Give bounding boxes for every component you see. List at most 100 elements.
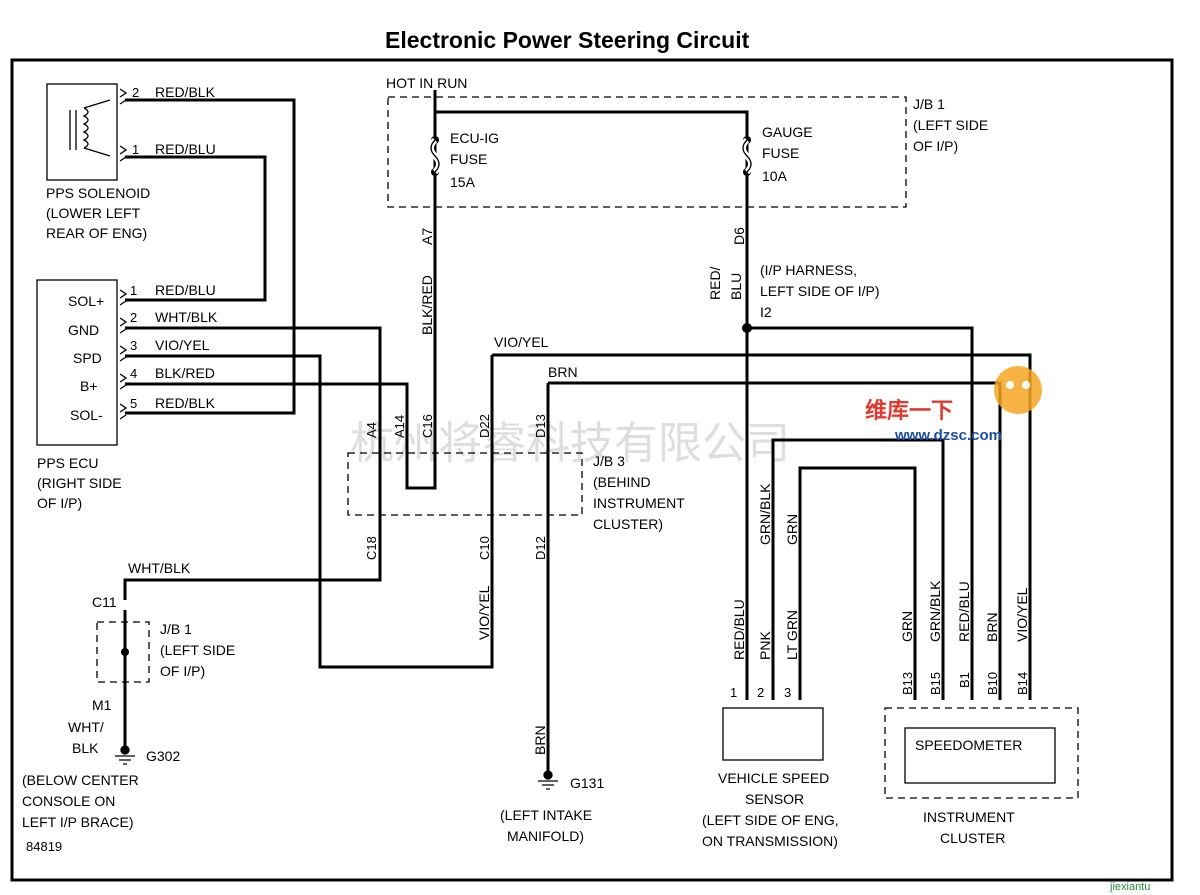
- ecu-num-1: 1: [130, 283, 137, 298]
- wire-label-cl-grn: GRN: [899, 611, 915, 642]
- pin-connectors: [119, 88, 128, 420]
- sol-pin-2: 2: [132, 85, 139, 100]
- fuse2-l2: FUSE: [762, 145, 799, 161]
- wire-label-ecu-4: BLK/RED: [155, 365, 215, 381]
- watermark-text: 杭州将睿科技有限公司: [350, 418, 790, 469]
- conn-b15: B15: [928, 672, 943, 695]
- fuse1-l2: FUSE: [450, 151, 487, 167]
- jb1-left-loc2: OF I/P): [160, 663, 205, 679]
- vss-l3: (LEFT SIDE OF ENG,: [702, 812, 839, 828]
- ip-harness-l2: LEFT SIDE OF I/P): [760, 283, 880, 299]
- ip-harness-pin: I2: [760, 304, 772, 320]
- speedometer-box: [904, 727, 1056, 784]
- wire-label-ecu-3: VIO/YEL: [155, 337, 210, 353]
- ip-harness-l1: (I/P HARNESS,: [760, 262, 857, 278]
- fuse1-l1: ECU-IG: [450, 130, 499, 146]
- fuse1-l3: 15A: [450, 174, 476, 190]
- wire-label-ecu-2: WHT/BLK: [155, 309, 218, 325]
- ecu-loc1: (RIGHT SIDE: [37, 475, 122, 491]
- wire-label-vioyel-v: VIO/YEL: [476, 585, 492, 640]
- jb1-left-box: [96, 621, 150, 683]
- wire-label-m1-2: BLK: [72, 740, 99, 756]
- wire-label-m1-1: WHT/: [68, 719, 104, 735]
- jb3-name: J/B 3: [593, 453, 625, 469]
- jb3-loc3: CLUSTER): [593, 516, 663, 532]
- conn-a7: A7: [419, 228, 435, 245]
- conn-c10: C10: [477, 536, 492, 560]
- conn-d6: D6: [731, 227, 747, 245]
- g302-l1: (BELOW CENTER: [22, 772, 139, 788]
- g131-l1: (LEFT INTAKE: [500, 807, 592, 823]
- wire-label-cl-grnblk: GRN/BLK: [927, 580, 943, 642]
- wire-label-cl-redblu: RED/BLU: [956, 581, 972, 642]
- jb1-top-loc2: OF I/P): [913, 138, 958, 154]
- wire-label-vss-pnk: PNK: [757, 631, 773, 660]
- wire-label-whtblk-h: WHT/BLK: [128, 560, 191, 576]
- fuse2-l1: GAUGE: [762, 124, 813, 140]
- ground-g302-symbol: [115, 745, 135, 765]
- ecu-num-5: 5: [130, 396, 137, 411]
- wire-label-grnblk: GRN/BLK: [757, 483, 773, 545]
- cluster-l1: INSTRUMENT: [923, 809, 1015, 825]
- vss-pin-2: 2: [757, 685, 764, 700]
- jb1-top-name: J/B 1: [913, 96, 945, 112]
- vss-l4: ON TRANSMISSION): [702, 833, 838, 849]
- wire-label-sol-1: RED/BLU: [155, 141, 216, 157]
- ecu-name: PPS ECU: [37, 455, 98, 471]
- ecu-pin-spd: SPD: [73, 350, 102, 366]
- conn-d22: D22: [477, 414, 492, 438]
- wire-label-redblu-1: RED/: [707, 266, 723, 300]
- cluster-outer-box: [884, 707, 1079, 799]
- wire-label-ecu-5: RED/BLK: [155, 395, 216, 411]
- ecu-num-4: 4: [130, 366, 137, 381]
- hot-in-run: HOT IN RUN: [386, 75, 467, 91]
- wire-label-vss-redblu: RED/BLU: [731, 599, 747, 660]
- jb3-loc2: INSTRUMENT: [593, 495, 685, 511]
- jb1-top-box: [387, 96, 907, 208]
- solenoid-loc1: (LOWER LEFT: [46, 205, 141, 221]
- speedometer-label: SPEEDOMETER: [915, 737, 1022, 753]
- ecu-pin-gnd: GND: [68, 322, 99, 338]
- g131-name: G131: [570, 775, 604, 791]
- conn-c16: C16: [420, 414, 435, 438]
- solenoid-loc2: REAR OF ENG): [46, 225, 147, 241]
- wire-label-ecu-1: RED/BLU: [155, 282, 216, 298]
- ecu-pin-sol-plus: SOL+: [68, 293, 104, 309]
- jb1-top-loc1: (LEFT SIDE: [913, 117, 988, 133]
- conn-c11: C11: [92, 594, 117, 610]
- ecu-pin-b-plus: B+: [80, 378, 98, 394]
- ecu-num-3: 3: [130, 338, 137, 353]
- conn-b10: B10: [985, 672, 1000, 695]
- g302-l2: CONSOLE ON: [22, 793, 115, 809]
- g302-l3: LEFT I/P BRACE): [22, 814, 134, 830]
- wire-label-brn-h: BRN: [548, 364, 578, 380]
- conn-a4: A4: [364, 422, 379, 438]
- wire-label-cl-vioyel: VIO/YEL: [1014, 587, 1030, 642]
- g131-l2: MANIFOLD): [507, 828, 584, 844]
- wire-label-sol-2: RED/BLK: [155, 84, 216, 100]
- diagram-frame: [10, 58, 1174, 882]
- conn-b14: B14: [1015, 672, 1030, 695]
- pps-solenoid: PPS SOLENOID (LOWER LEFT REAR OF ENG): [46, 83, 150, 241]
- wire-label-vss-ltgrn: LT GRN: [784, 610, 800, 660]
- ecu-num-2: 2: [130, 310, 137, 325]
- badge-url: www.dzsc.com: [894, 427, 1002, 444]
- pps-ecu: SOL+ GND SPD B+ SOL- PPS ECU (RIGHT SIDE…: [36, 279, 122, 511]
- diagram-id: 84819: [26, 839, 62, 854]
- site-badge: 维库一下 www.dzsc.com jiexiantu: [865, 366, 1150, 893]
- fuse2-l3: 10A: [762, 168, 788, 184]
- vss-l2: SENSOR: [745, 791, 804, 807]
- conn-d12: D12: [533, 536, 548, 560]
- conn-a14: A14: [392, 415, 407, 438]
- wire-label-brn-g: BRN: [532, 725, 548, 755]
- conn-b1: B1: [957, 672, 972, 688]
- wire-label-blkred: BLK/RED: [419, 275, 435, 335]
- vss-pin-1: 1: [730, 685, 737, 700]
- ecu-pin-sol-minus: SOL-: [70, 407, 103, 423]
- badge-line1: 维库一下: [865, 398, 953, 423]
- solenoid-name: PPS SOLENOID: [46, 185, 150, 201]
- wire-label-vioyel-h: VIO/YEL: [494, 334, 549, 350]
- ground-g131-symbol: [538, 770, 558, 790]
- g302-name: G302: [146, 748, 180, 764]
